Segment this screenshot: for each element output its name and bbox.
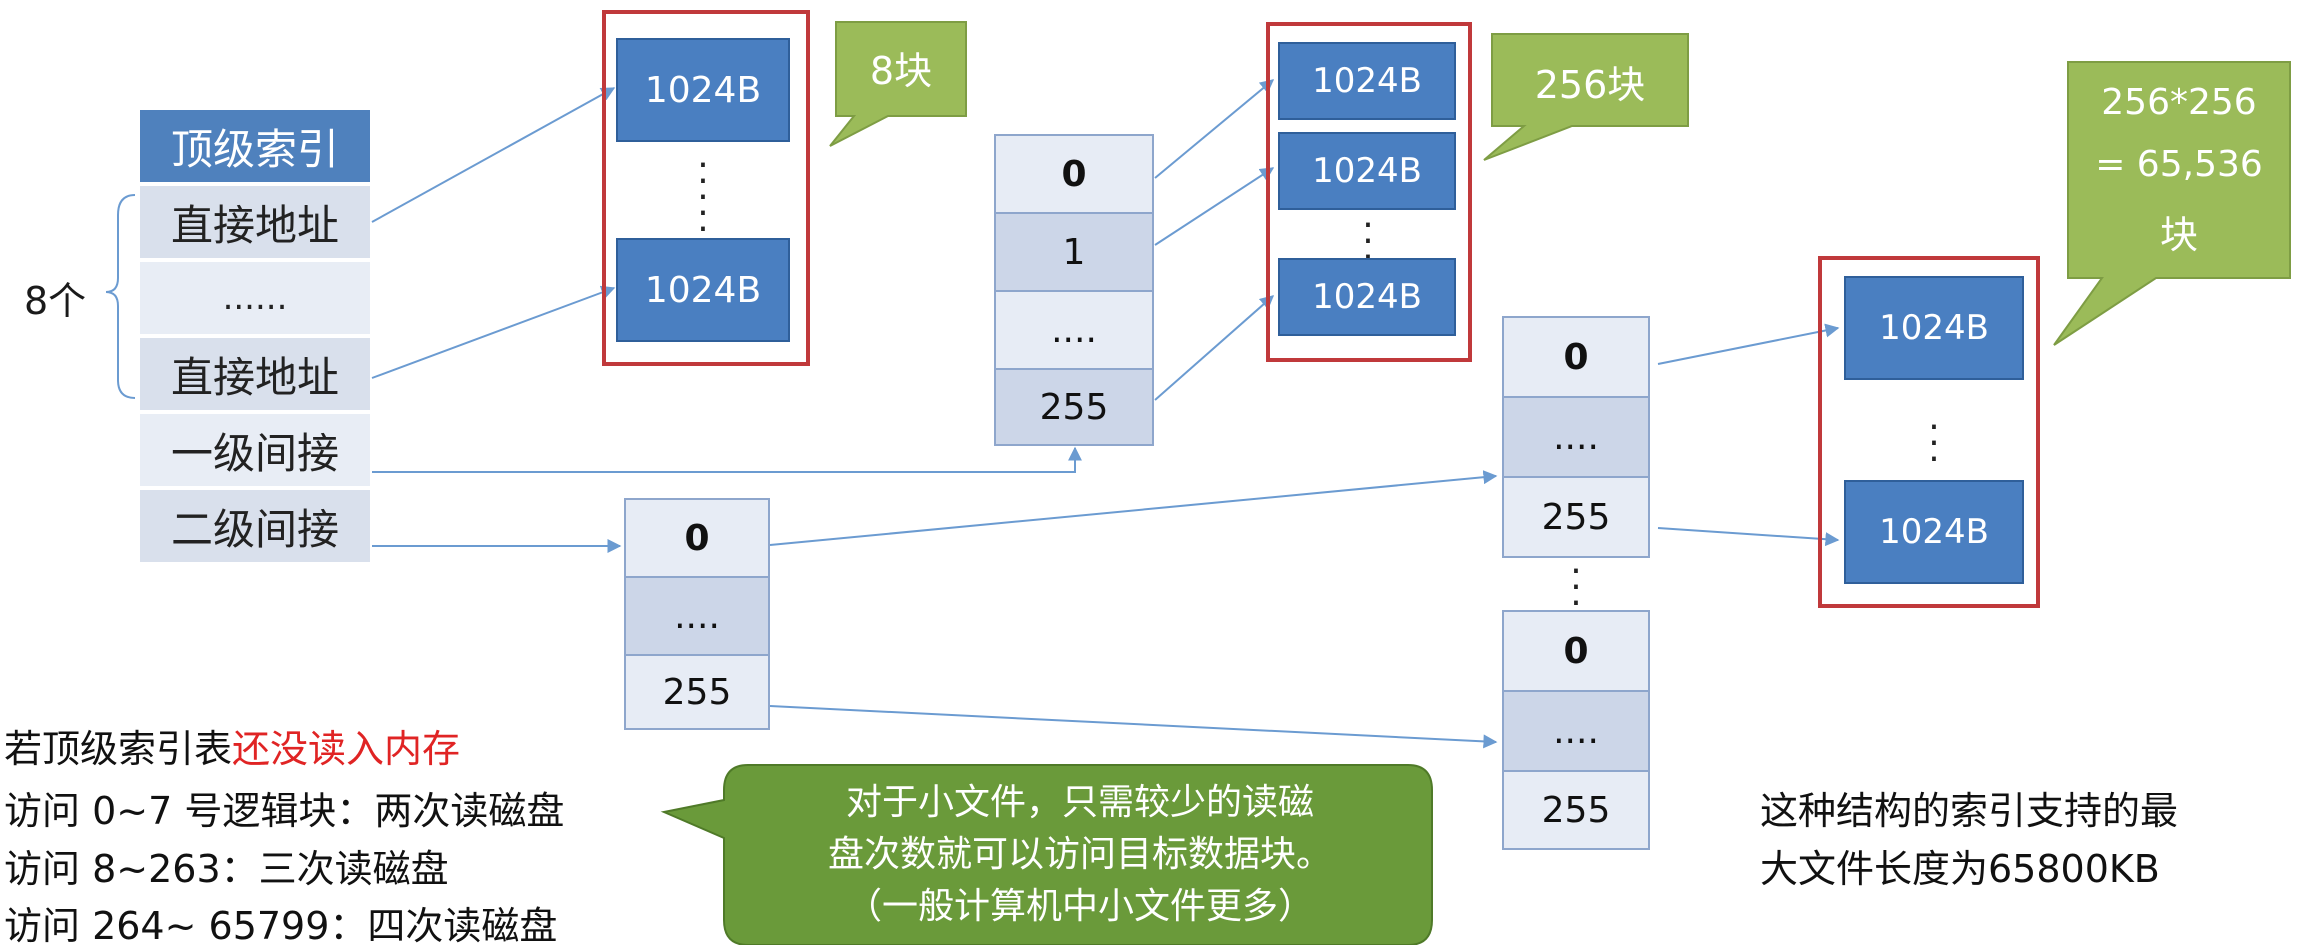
top-index-row-second-level: 二级间接 bbox=[140, 490, 370, 562]
top-index-row-ellipsis: ...... bbox=[140, 262, 370, 334]
sub-index-a-cell-255: 255 bbox=[1502, 476, 1650, 558]
second-level-blocks-ellipsis: ··· bbox=[1928, 407, 1940, 480]
second-level-cell-ellipsis: .... bbox=[624, 576, 770, 656]
arrow-sl-255 bbox=[769, 705, 1498, 749]
direct-blocks-highlight bbox=[602, 10, 810, 366]
small-file-line-3: （一般计算机中小文件更多） bbox=[845, 886, 1314, 927]
first-level-blocks-highlight bbox=[1266, 22, 1472, 362]
second-level-block-last: 1024B bbox=[1844, 480, 2024, 584]
top-index-row-first-level: 一级间接 bbox=[140, 414, 370, 486]
arrow-direct-2 bbox=[371, 285, 616, 379]
sub-index-ellipsis: ··· bbox=[1570, 551, 1582, 624]
arrow-fl-1 bbox=[1154, 167, 1275, 246]
first-level-cell-ellipsis: .... bbox=[994, 290, 1154, 370]
second-level-cell-255: 255 bbox=[624, 654, 770, 730]
top-index-header: 顶级索引 bbox=[140, 110, 370, 182]
sub-index-b-cell-0: 0 bbox=[1502, 610, 1650, 692]
direct-block-last: 1024B bbox=[616, 238, 790, 342]
callout-65536-line1: 256*256 bbox=[2101, 82, 2257, 123]
sub-index-b-cell-255: 255 bbox=[1502, 770, 1650, 850]
small-file-line-2: 盘次数就可以访问目标数据块。 bbox=[827, 834, 1332, 875]
sub-index-a-cell-ellipsis: .... bbox=[1502, 396, 1650, 478]
brace-label: 8个 bbox=[24, 279, 87, 323]
max-size-line-2: 大文件长度为65800KB bbox=[1760, 847, 2160, 891]
brace bbox=[105, 194, 136, 399]
second-level-block-first: 1024B bbox=[1844, 276, 2024, 380]
direct-blocks-ellipsis: ····· bbox=[697, 145, 709, 250]
callout-256-shape bbox=[1483, 33, 1689, 161]
top-index-row-direct-first: 直接地址 bbox=[140, 186, 370, 258]
arrow-sl-0 bbox=[769, 470, 1498, 546]
first-level-cell-1: 1 bbox=[994, 212, 1154, 292]
callout-256-blocks: 256块 bbox=[1534, 63, 1646, 107]
note-line-4: 访问 264~ 65799：四次读磁盘 bbox=[4, 904, 558, 948]
callout-65536-line3: 块 bbox=[2159, 213, 2198, 257]
first-level-block-255: 1024B bbox=[1278, 258, 1456, 336]
top-index-row-direct-last: 直接地址 bbox=[140, 338, 370, 410]
first-level-cell-255: 255 bbox=[994, 368, 1154, 446]
arrow-sub-0 bbox=[1657, 323, 1840, 365]
small-file-line-1: 对于小文件，只需较少的读磁 bbox=[845, 782, 1314, 823]
arrow-fl-255 bbox=[1154, 295, 1275, 401]
sub-index-b-cell-ellipsis: .... bbox=[1502, 690, 1650, 772]
second-level-blocks-highlight bbox=[1818, 256, 2040, 608]
note-line-1-highlight: 还没读入内存 bbox=[232, 727, 461, 771]
arrow-sub-255 bbox=[1657, 527, 1840, 547]
callout-65536-shape bbox=[2053, 61, 2291, 346]
sub-index-a-cell-0: 0 bbox=[1502, 316, 1650, 398]
first-level-block-1: 1024B bbox=[1278, 132, 1456, 210]
callout-8-shape bbox=[829, 21, 967, 147]
note-line-1-prefix: 若顶级索引表 bbox=[4, 727, 233, 771]
first-level-blocks-ellipsis: ··· bbox=[1362, 205, 1374, 276]
note-line-3: 访问 8~263：三次读磁盘 bbox=[4, 847, 449, 891]
arrow-fl-0 bbox=[1154, 79, 1275, 179]
arrow-direct-1 bbox=[371, 87, 616, 223]
note-line-1: 若顶级索引表还没读入内存 bbox=[4, 718, 460, 773]
first-level-block-0: 1024B bbox=[1278, 42, 1456, 120]
callout-8-blocks: 8块 bbox=[869, 49, 933, 93]
max-size-line-1: 这种结构的索引支持的最 bbox=[1760, 789, 2179, 833]
callout-65536-line2: = 65,536 bbox=[2095, 144, 2263, 185]
arrow-first-level bbox=[372, 446, 1082, 473]
first-level-cell-0: 0 bbox=[994, 134, 1154, 214]
second-level-cell-0: 0 bbox=[624, 498, 770, 578]
note-line-2: 访问 0~7 号逻辑块：两次读磁盘 bbox=[4, 789, 565, 833]
direct-block-first: 1024B bbox=[616, 38, 790, 142]
